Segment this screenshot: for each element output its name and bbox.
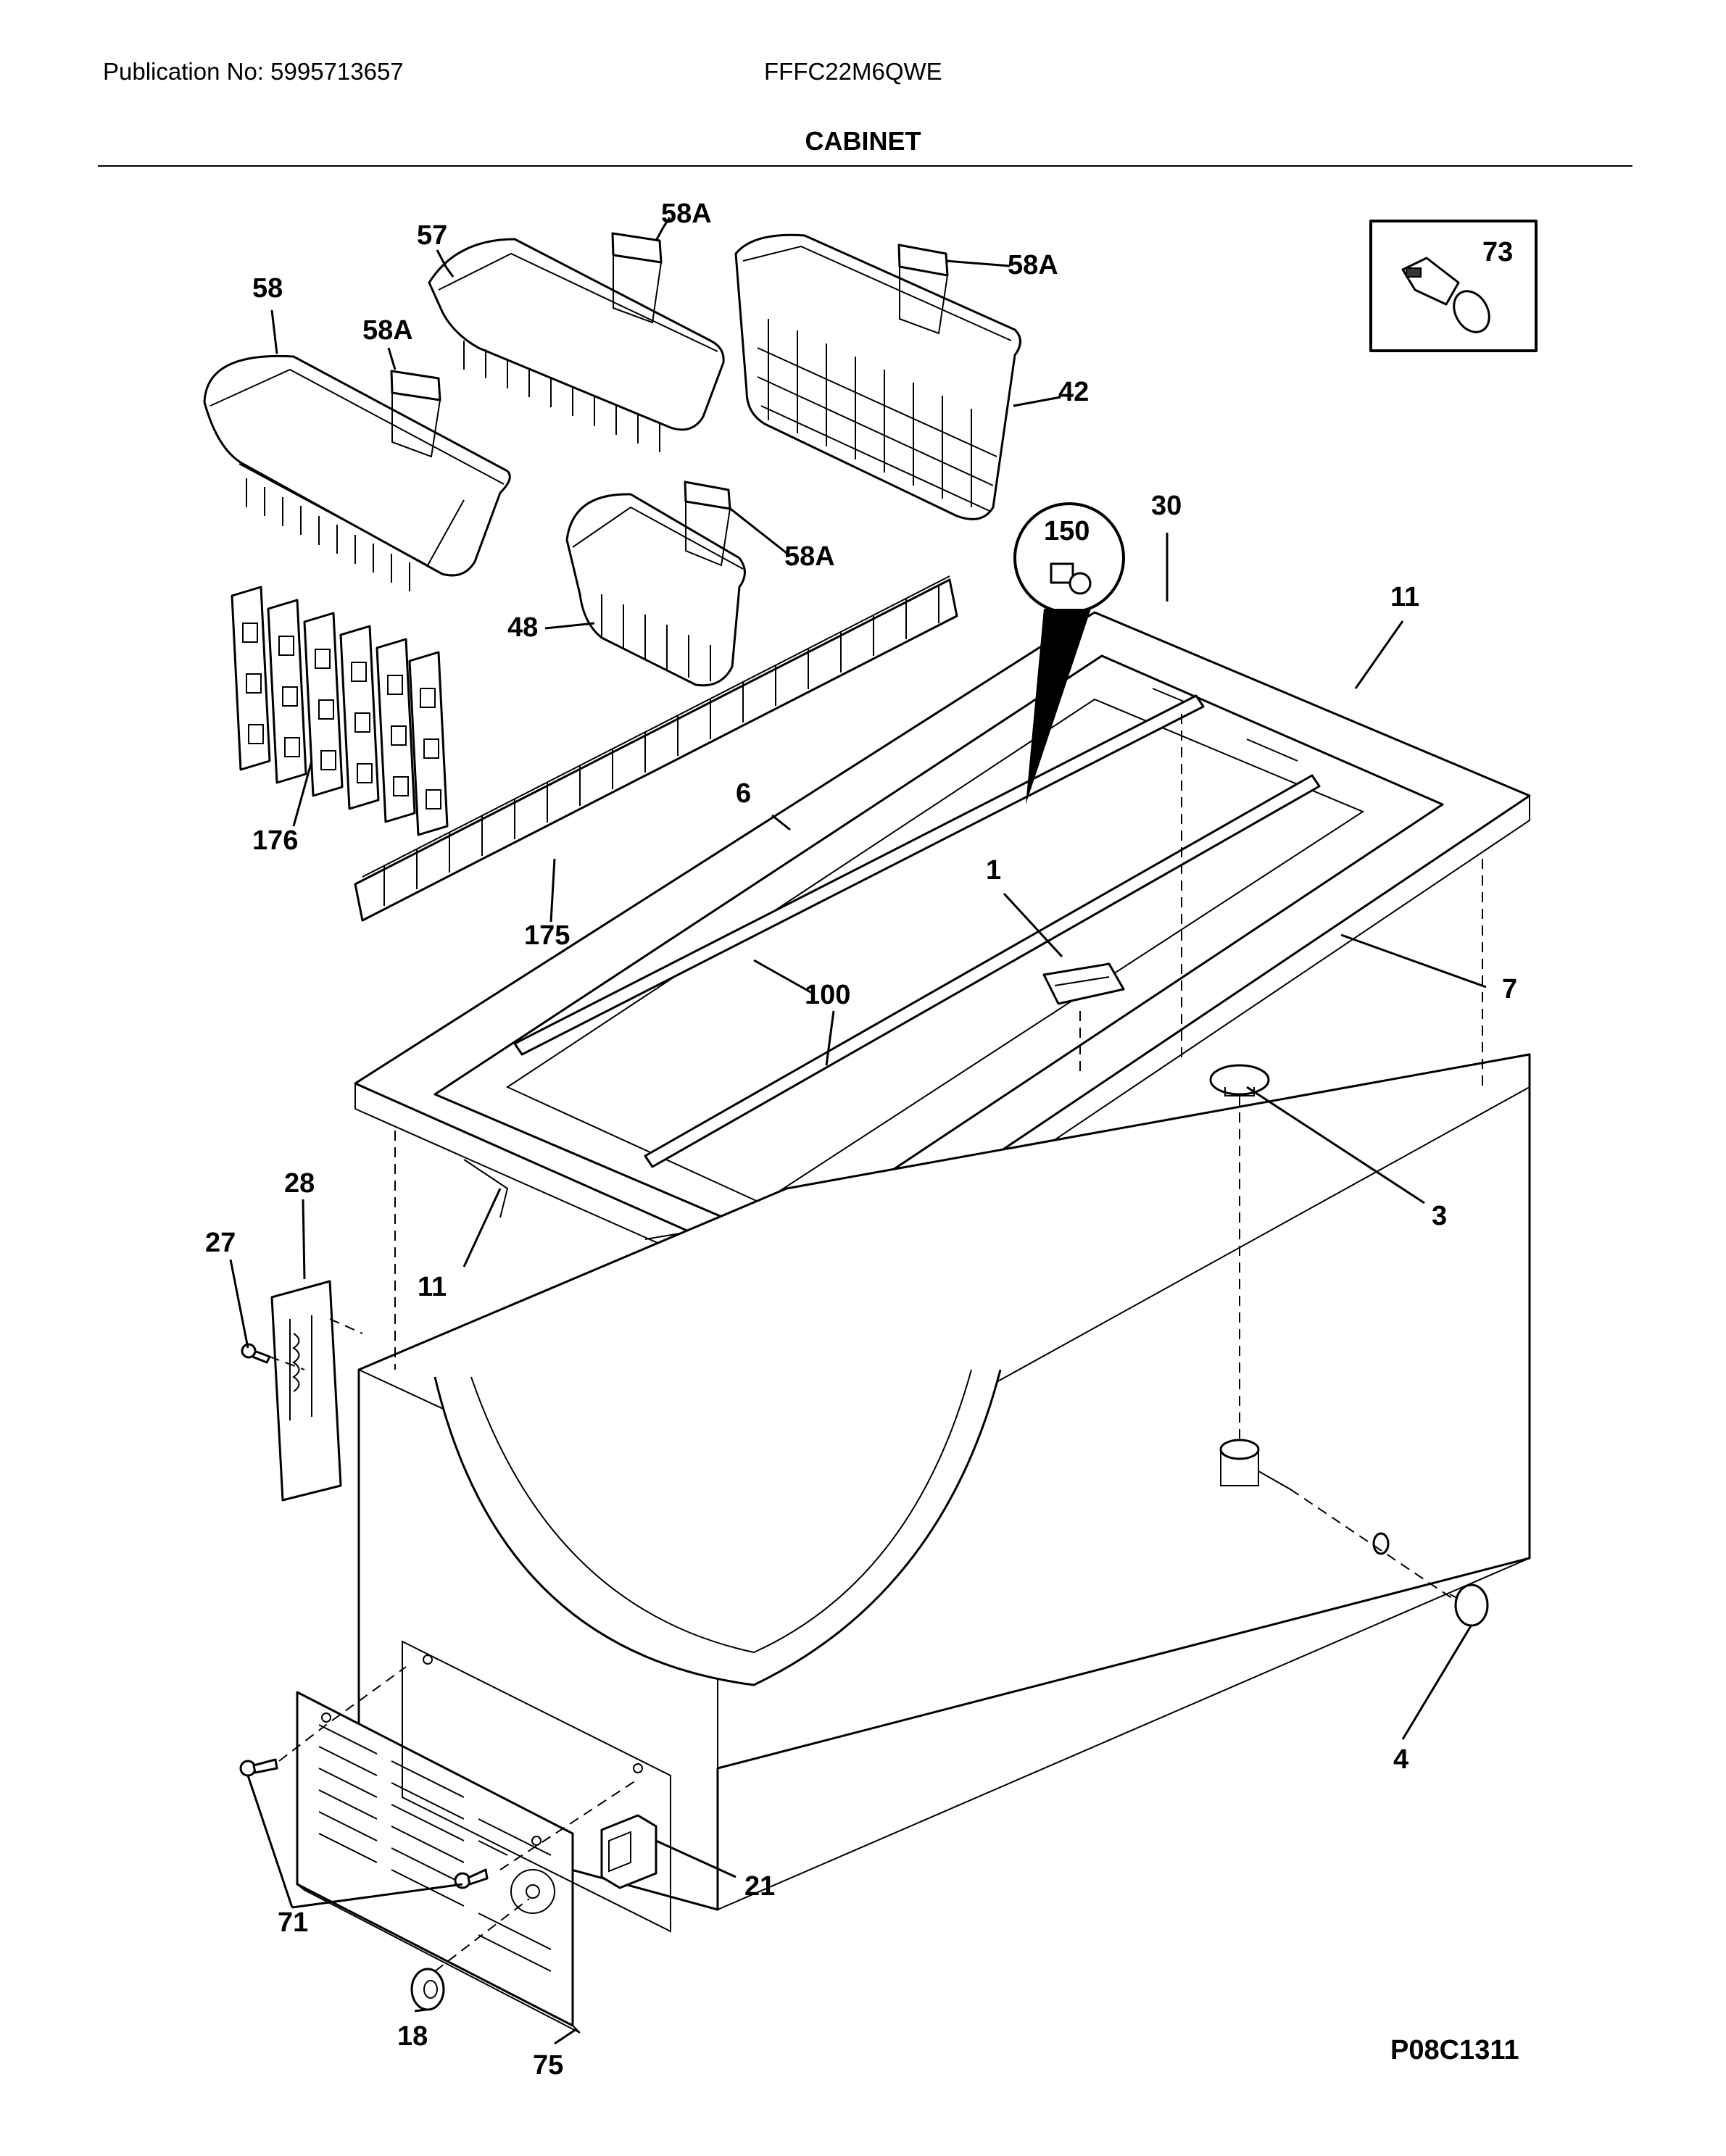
callout-75: 75 xyxy=(533,2050,563,2081)
callout-175: 175 xyxy=(524,920,570,951)
callout-42: 42 xyxy=(1058,377,1089,407)
callout-73: 73 xyxy=(1482,237,1513,267)
part-150-magnifier xyxy=(1013,502,1125,804)
hinge-28 xyxy=(270,1280,342,1502)
callout-11: 11 xyxy=(1390,582,1419,612)
callout-58a: 58A xyxy=(661,199,712,229)
lamp-socket-73 xyxy=(1401,257,1490,333)
callout-labels: 58A 57 58 58A 58A 42 58A 48 73 150 30 11… xyxy=(205,199,1517,2081)
basket-57 xyxy=(428,238,725,452)
machine-compartment xyxy=(402,1640,671,1933)
callout-4: 4 xyxy=(1393,1744,1408,1775)
callout-21: 21 xyxy=(744,1871,775,1902)
callout-176: 176 xyxy=(252,825,298,856)
callout-18: 18 xyxy=(397,2021,428,2052)
callout-1: 1 xyxy=(986,855,1001,886)
callout-27: 27 xyxy=(205,1228,236,1258)
callout-150: 150 xyxy=(1044,516,1090,546)
callout-3: 3 xyxy=(1432,1201,1447,1231)
callout-58a: 58A xyxy=(362,315,413,346)
plug-3 xyxy=(1209,1064,1270,1096)
divider-set-176 xyxy=(231,586,449,836)
callout-71: 71 xyxy=(278,1907,308,1938)
drain-fitting xyxy=(1219,1439,1390,1555)
callout-11: 11 xyxy=(418,1272,447,1302)
assembly-lines xyxy=(269,714,1483,1972)
part-73-inset xyxy=(1369,220,1538,352)
callout-100: 100 xyxy=(805,980,850,1010)
callout-leaders xyxy=(229,217,1487,2045)
callout-7: 7 xyxy=(1502,974,1517,1004)
plug-4 xyxy=(1449,1583,1489,1627)
cabinet-body xyxy=(357,1053,1531,1911)
callout-57: 57 xyxy=(417,220,447,251)
callout-6: 6 xyxy=(736,778,751,809)
callout-30: 30 xyxy=(1151,491,1182,521)
screw-27 xyxy=(241,1343,271,1364)
model-number: FFFC22M6QWE xyxy=(764,58,942,85)
callout-58a: 58A xyxy=(1008,250,1058,280)
basket-42 xyxy=(734,233,1021,520)
page-title: CABINET xyxy=(805,126,921,156)
part-1 xyxy=(1042,962,1125,1005)
basket-48 xyxy=(565,493,746,687)
basket-58 xyxy=(203,354,511,591)
plug-18 xyxy=(410,1968,445,2011)
callout-58: 58 xyxy=(252,273,283,304)
drawing-number: P08C1311 xyxy=(1390,2035,1519,2065)
divider-clips-58a xyxy=(390,232,949,567)
callout-58a: 58A xyxy=(784,541,835,572)
header-rule xyxy=(98,165,1632,167)
callout-28: 28 xyxy=(284,1168,315,1199)
callout-48: 48 xyxy=(507,612,538,643)
switch-21 xyxy=(600,1814,657,1889)
publication-number: Publication No: 5995713657 xyxy=(103,58,404,85)
lid-frame xyxy=(354,611,1531,1310)
divider-set-175 xyxy=(354,575,958,922)
